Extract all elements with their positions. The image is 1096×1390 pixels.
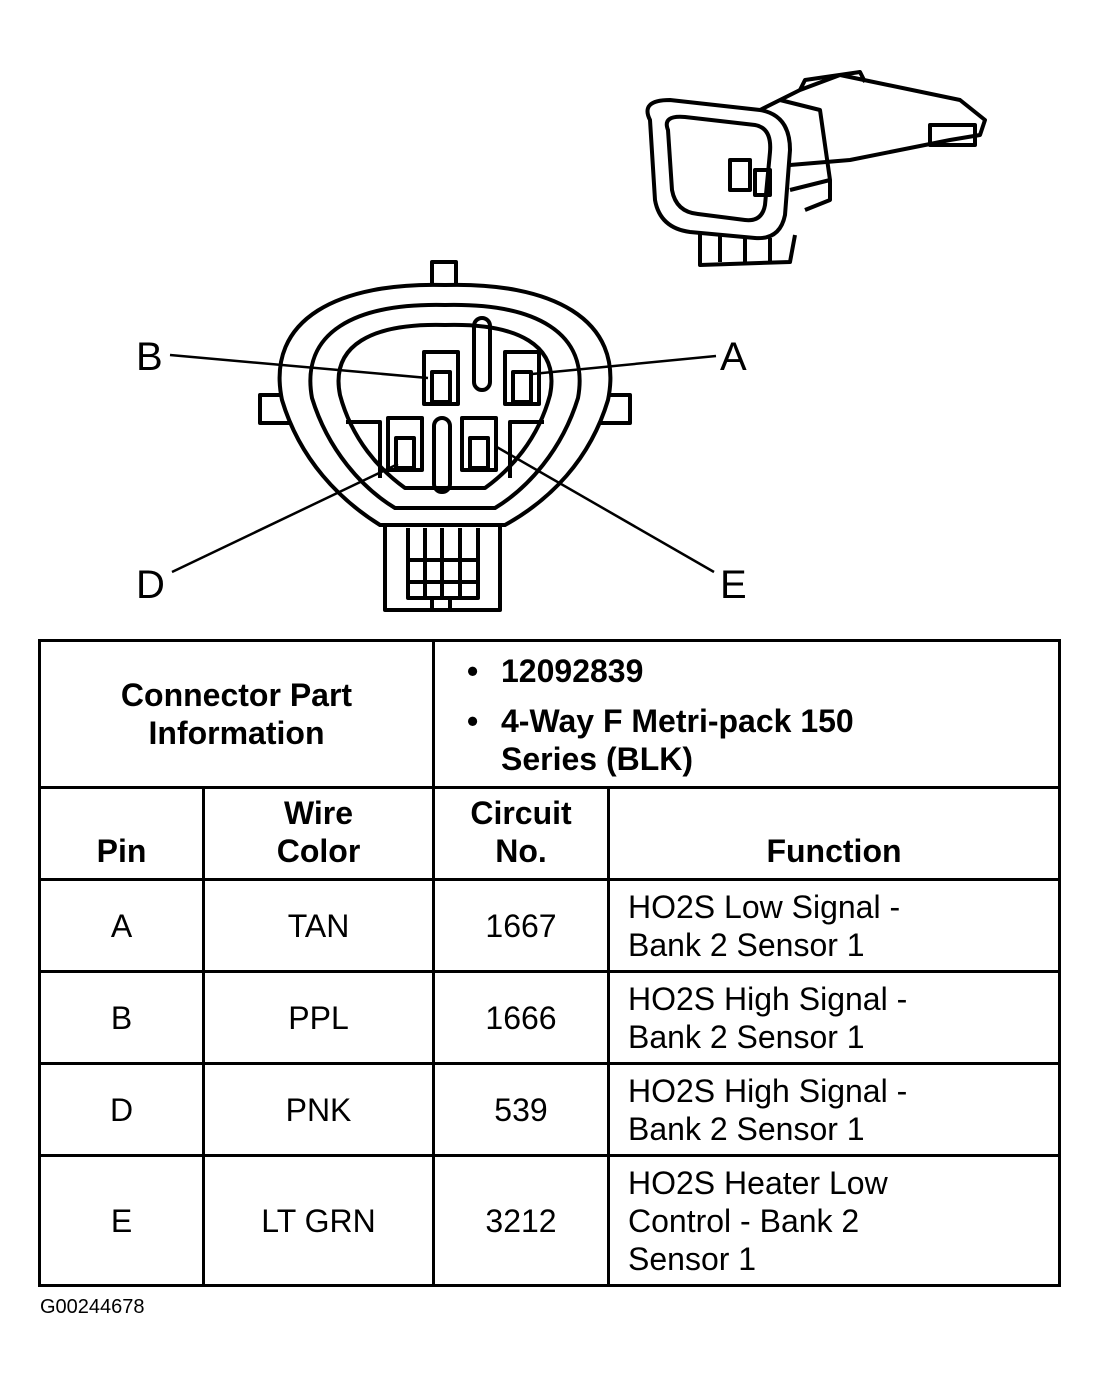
cell-wire-color: PNK <box>202 1062 435 1157</box>
connector-part-info-text: Connector Part Information <box>120 677 353 751</box>
table-row: D PNK 539 HO2S High Signal - Bank 2 Sens… <box>38 1062 1061 1157</box>
cell-function-text: HO2S High Signal - Bank 2 Sensor 1 <box>628 1072 908 1147</box>
cell-pin: B <box>38 970 205 1065</box>
table-row: B PPL 1666 HO2S High Signal - Bank 2 Sen… <box>38 970 1061 1065</box>
col-header-pin: Pin <box>38 786 205 881</box>
pin-label-a: A <box>720 335 747 379</box>
part-description-text: 4-Way F Metri-pack 150 Series (BLK) <box>501 703 854 777</box>
col-header-circuit-no-text: Circuit No. <box>470 795 572 869</box>
connector-diagram: B A D E <box>136 70 987 612</box>
part-info-list: 12092839 4-Way F Metri-pack 150 Series (… <box>435 642 1058 786</box>
cell-circuit-no: 1667 <box>432 878 610 973</box>
figure-id-caption: G00244678 <box>40 1296 145 1318</box>
cell-function: HO2S Heater Low Control - Bank 2 Sensor … <box>607 1154 1061 1287</box>
col-header-wire-color-text: Wire Color <box>276 795 361 869</box>
connector-3d-sketch <box>645 70 987 267</box>
cell-function: HO2S High Signal - Bank 2 Sensor 1 <box>607 970 1061 1065</box>
connector-front-view <box>258 260 632 612</box>
cell-function: HO2S Low Signal - Bank 2 Sensor 1 <box>607 878 1061 973</box>
table-row: A TAN 1667 HO2S Low Signal - Bank 2 Sens… <box>38 878 1061 973</box>
col-header-circuit-no: Circuit No. <box>432 786 610 881</box>
cell-wire-color: TAN <box>202 878 435 973</box>
cell-function-text: HO2S Low Signal - Bank 2 Sensor 1 <box>628 888 901 963</box>
cell-pin: A <box>38 878 205 973</box>
cell-wire-color: LT GRN <box>202 1154 435 1287</box>
part-info-row: Connector Part Information 12092839 4-Wa… <box>38 639 1061 789</box>
pin-label-d: D <box>136 563 165 607</box>
part-description: 4-Way F Metri-pack 150 Series (BLK) <box>467 702 1058 778</box>
col-header-function: Function <box>607 786 1061 881</box>
cell-pin: E <box>38 1154 205 1287</box>
connector-info-table: Connector Part Information 12092839 4-Wa… <box>38 639 1061 1287</box>
pin-label-b: B <box>136 335 163 379</box>
cell-function-text: HO2S High Signal - Bank 2 Sensor 1 <box>628 980 908 1055</box>
part-number: 12092839 <box>467 652 1058 690</box>
cell-wire-color: PPL <box>202 970 435 1065</box>
col-header-wire-color: Wire Color <box>202 786 435 881</box>
column-header-row: Pin Wire Color Circuit No. Function <box>38 786 1061 881</box>
cell-circuit-no: 1666 <box>432 970 610 1065</box>
pin-label-e: E <box>720 563 747 607</box>
cell-circuit-no: 3212 <box>432 1154 610 1287</box>
connector-part-info-label: Connector Part Information <box>38 639 435 789</box>
cell-circuit-no: 539 <box>432 1062 610 1157</box>
pin-leader-lines <box>169 353 717 574</box>
cell-pin: D <box>38 1062 205 1157</box>
cell-function-text: HO2S Heater Low Control - Bank 2 Sensor … <box>628 1164 888 1277</box>
table-row: E LT GRN 3212 HO2S Heater Low Control - … <box>38 1154 1061 1287</box>
part-info-values: 12092839 4-Way F Metri-pack 150 Series (… <box>432 639 1061 789</box>
cell-function: HO2S High Signal - Bank 2 Sensor 1 <box>607 1062 1061 1157</box>
